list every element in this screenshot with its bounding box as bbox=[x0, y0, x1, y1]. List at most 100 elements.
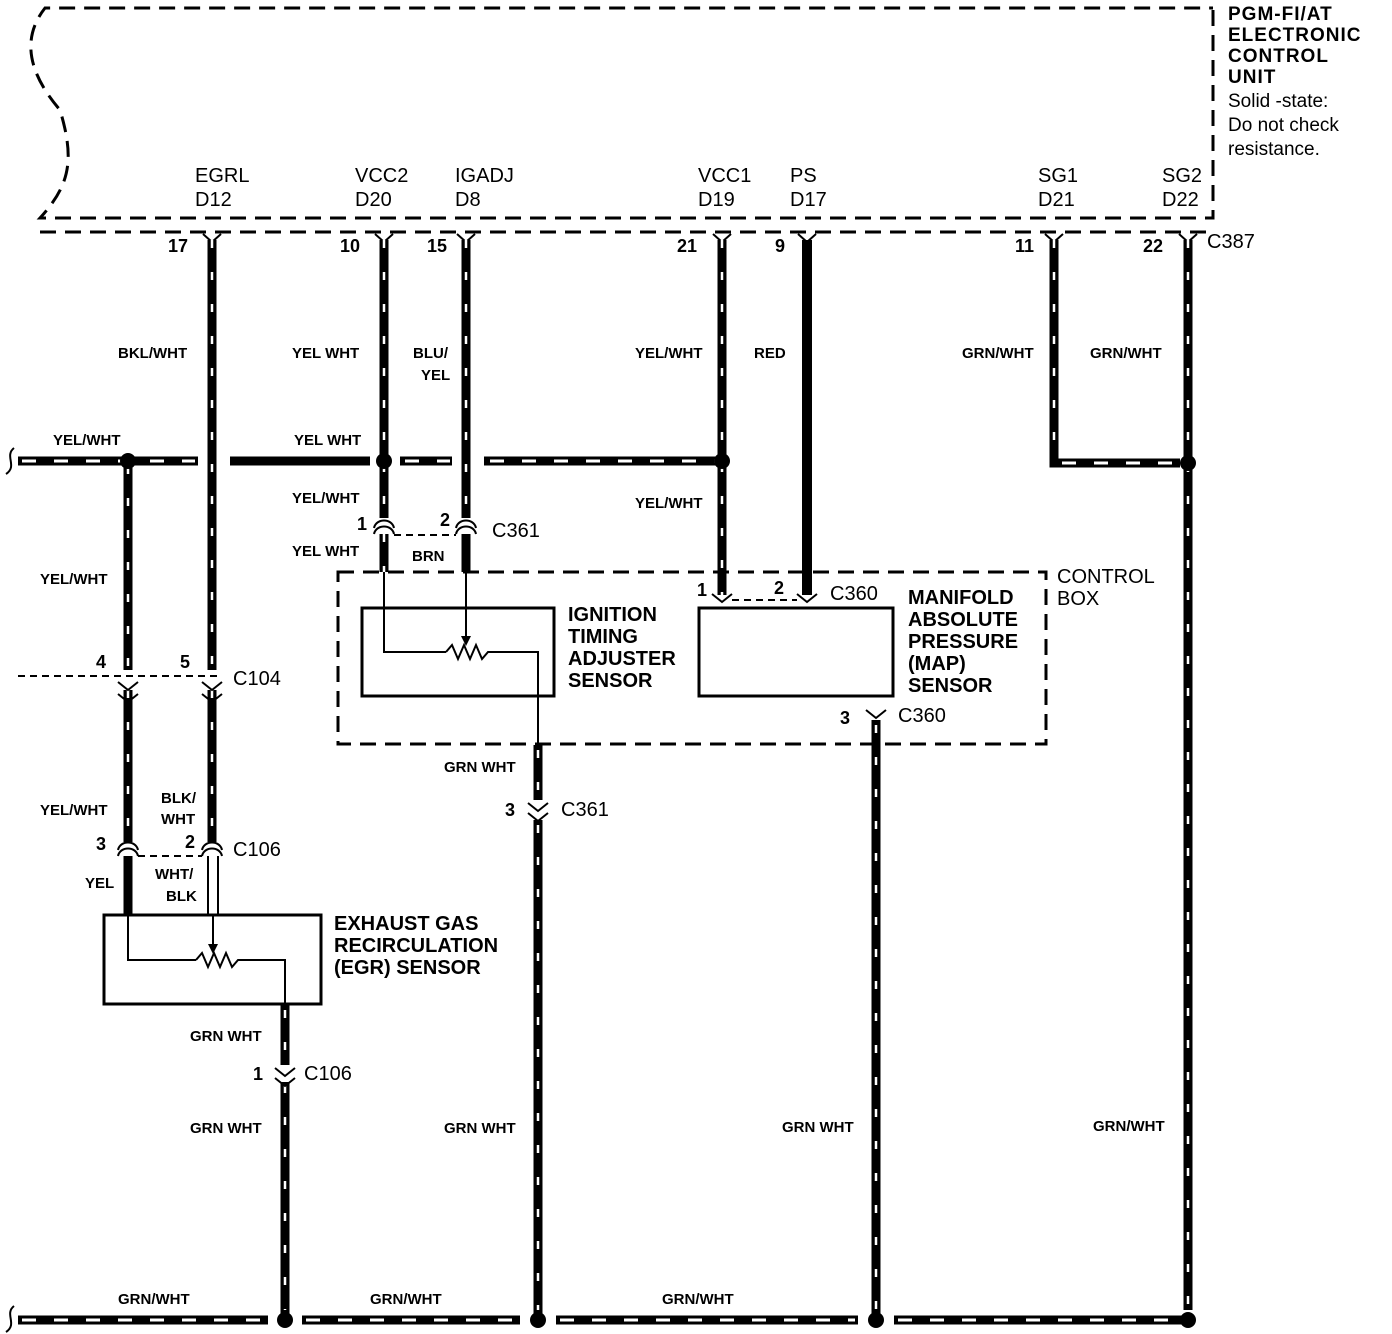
c361-pin-2: 2 bbox=[440, 510, 450, 530]
wire-label-sg2-lower: GRN/WHT bbox=[1093, 1118, 1165, 1135]
ecu-title: PGM-FI/AT ELECTRONIC CONTROL UNIT Solid … bbox=[1228, 4, 1362, 160]
terminal-sg1-name: SG1 bbox=[1038, 165, 1078, 187]
wire-label-vcc1-lower: YEL/WHT bbox=[635, 495, 703, 512]
ecu-title-line-4: UNIT bbox=[1228, 67, 1276, 88]
splice-dot bbox=[376, 453, 392, 469]
c361-pin-1: 1 bbox=[357, 514, 367, 534]
map-label-5: SENSOR bbox=[908, 675, 993, 697]
c106-pin-2: 2 bbox=[185, 832, 195, 852]
c387-label: C387 bbox=[1207, 231, 1255, 253]
wire-label-igadj-1: BLU/ bbox=[413, 345, 449, 362]
splice-dot bbox=[1180, 455, 1196, 471]
egr-label-2: RECIRCULATION bbox=[334, 935, 498, 957]
wire-label-egr-wht-1: WHT/ bbox=[155, 866, 194, 883]
pin-9: 9 bbox=[775, 236, 785, 256]
egr-label-1: EXHAUST GAS bbox=[334, 913, 478, 935]
c387-connectors bbox=[202, 233, 1198, 244]
c106-bottom-label: C106 bbox=[304, 1063, 352, 1085]
wire-label-egr-yel: YEL bbox=[85, 875, 114, 892]
c361-top-label: C361 bbox=[492, 520, 540, 542]
c104-pin-4: 4 bbox=[96, 652, 106, 672]
c360-pin-2: 2 bbox=[774, 578, 784, 598]
terminal-sg2-code: D22 bbox=[1162, 189, 1199, 211]
map-label-4: (MAP) bbox=[908, 653, 966, 675]
c360-pin-3: 3 bbox=[840, 708, 850, 728]
ecu-note-line-2: Do not check bbox=[1228, 115, 1339, 136]
wire-labels: BKL/WHT YEL WHT BLU/ YEL YEL/WHT RED GRN… bbox=[40, 345, 1165, 1308]
pin-11: 11 bbox=[1015, 236, 1034, 256]
wire-label-itas-out: GRN WHT bbox=[444, 759, 516, 776]
connector-c361-top: 1 2 C361 bbox=[357, 510, 540, 542]
map-sensor: MANIFOLD ABSOLUTE PRESSURE (MAP) SENSOR bbox=[697, 587, 1018, 698]
splice-dot bbox=[530, 1312, 546, 1328]
ecu-terminals: EGRL D12 VCC2 D20 IGADJ D8 VCC1 D19 PS D… bbox=[195, 165, 1202, 211]
c360-bottom-label: C360 bbox=[898, 705, 946, 727]
ecu-note-line-3: resistance. bbox=[1228, 139, 1320, 160]
wire-label-sg1: GRN/WHT bbox=[962, 345, 1034, 362]
wire-label-egr-out-2: GRN WHT bbox=[190, 1120, 262, 1137]
itas-label-2: TIMING bbox=[568, 626, 638, 648]
wire-label-egr-blk-1: BLK/ bbox=[161, 790, 197, 807]
terminal-sg1-code: D21 bbox=[1038, 189, 1075, 211]
egr-sensor: EXHAUST GAS RECIRCULATION (EGR) SENSOR bbox=[102, 913, 498, 1006]
map-label-3: PRESSURE bbox=[908, 631, 1018, 653]
c106-pin-1: 1 bbox=[253, 1064, 263, 1084]
wire-label-brn: BRN bbox=[412, 548, 445, 565]
control-box: CONTROL BOX bbox=[336, 566, 1155, 746]
connector-c361-bottom: 3 C361 bbox=[505, 799, 609, 823]
map-label-2: ABSOLUTE bbox=[908, 609, 1018, 631]
itas-sensor: IGNITION TIMING ADJUSTER SENSOR bbox=[360, 572, 676, 700]
wire-label-vcc1: YEL/WHT bbox=[635, 345, 703, 362]
wire-label-bus-mid: YEL WHT bbox=[294, 432, 361, 449]
terminal-sg2-name: SG2 bbox=[1162, 165, 1202, 187]
wire-label-egr-blk-2: WHT bbox=[161, 811, 195, 828]
terminal-ps-code: D17 bbox=[790, 189, 827, 211]
map-label-1: MANIFOLD bbox=[908, 587, 1014, 609]
splice-dot bbox=[120, 453, 136, 469]
wire-label-itas-out-2: GRN WHT bbox=[444, 1120, 516, 1137]
wire-label-sg2: GRN/WHT bbox=[1090, 345, 1162, 362]
c361-bottom-label: C361 bbox=[561, 799, 609, 821]
splice-dot bbox=[1180, 1312, 1196, 1328]
pin-17: 17 bbox=[168, 236, 188, 256]
c387-pins: 17 10 15 21 9 11 22 C387 bbox=[168, 231, 1255, 256]
ecu-title-line-1: PGM-FI/AT bbox=[1228, 4, 1333, 25]
wire-label-bus-left: YEL/WHT bbox=[53, 432, 121, 449]
wire-label-egr-wht-2: BLK bbox=[166, 888, 197, 905]
wire-label-egr-feed-2: YEL/WHT bbox=[40, 802, 108, 819]
ecu-title-line-3: CONTROL bbox=[1228, 46, 1329, 67]
wire-label-vcc2: YEL WHT bbox=[292, 345, 359, 362]
c104-pin-5: 5 bbox=[180, 652, 190, 672]
ecu-note-line-1: Solid -state: bbox=[1228, 91, 1328, 112]
wire-label-vcc2-lower-1: YEL/WHT bbox=[292, 490, 360, 507]
connector-c360-top: 1 2 C360 bbox=[697, 578, 878, 605]
pin-22: 22 bbox=[1143, 236, 1163, 256]
wire-label-igadj-2: YEL bbox=[421, 367, 450, 384]
ecu-title-line-2: ELECTRONIC bbox=[1228, 25, 1362, 46]
wire-label-ps: RED bbox=[754, 345, 786, 362]
wire-label-egr-feed: YEL/WHT bbox=[40, 571, 108, 588]
connector-c106-bottom: 1 C106 bbox=[253, 1063, 352, 1088]
terminal-igadj-code: D8 bbox=[455, 189, 481, 211]
wire-label-vcc2-lower-2: YEL WHT bbox=[292, 543, 359, 560]
itas-label-1: IGNITION bbox=[568, 604, 657, 626]
wires bbox=[5, 240, 1193, 1333]
c104-label: C104 bbox=[233, 668, 281, 690]
pin-21: 21 bbox=[677, 236, 697, 256]
splice-dot bbox=[868, 1312, 884, 1328]
c360-pin-1: 1 bbox=[697, 580, 707, 600]
terminal-egrl-code: D12 bbox=[195, 189, 232, 211]
egr-label-3: (EGR) SENSOR bbox=[334, 957, 481, 979]
splices bbox=[120, 453, 1196, 1328]
terminal-ps-name: PS bbox=[790, 165, 817, 187]
wire-label-map-out: GRN WHT bbox=[782, 1119, 854, 1136]
wire-label-egr-out: GRN WHT bbox=[190, 1028, 262, 1045]
itas-label-3: ADJUSTER bbox=[568, 648, 676, 670]
control-box-label-2: BOX bbox=[1057, 588, 1099, 610]
terminal-igadj-name: IGADJ bbox=[455, 165, 514, 187]
splice-dot bbox=[277, 1312, 293, 1328]
terminal-vcc2-name: VCC2 bbox=[355, 165, 408, 187]
wire-label-ground-3: GRN/WHT bbox=[662, 1291, 734, 1308]
c106-pin-3: 3 bbox=[96, 834, 106, 854]
